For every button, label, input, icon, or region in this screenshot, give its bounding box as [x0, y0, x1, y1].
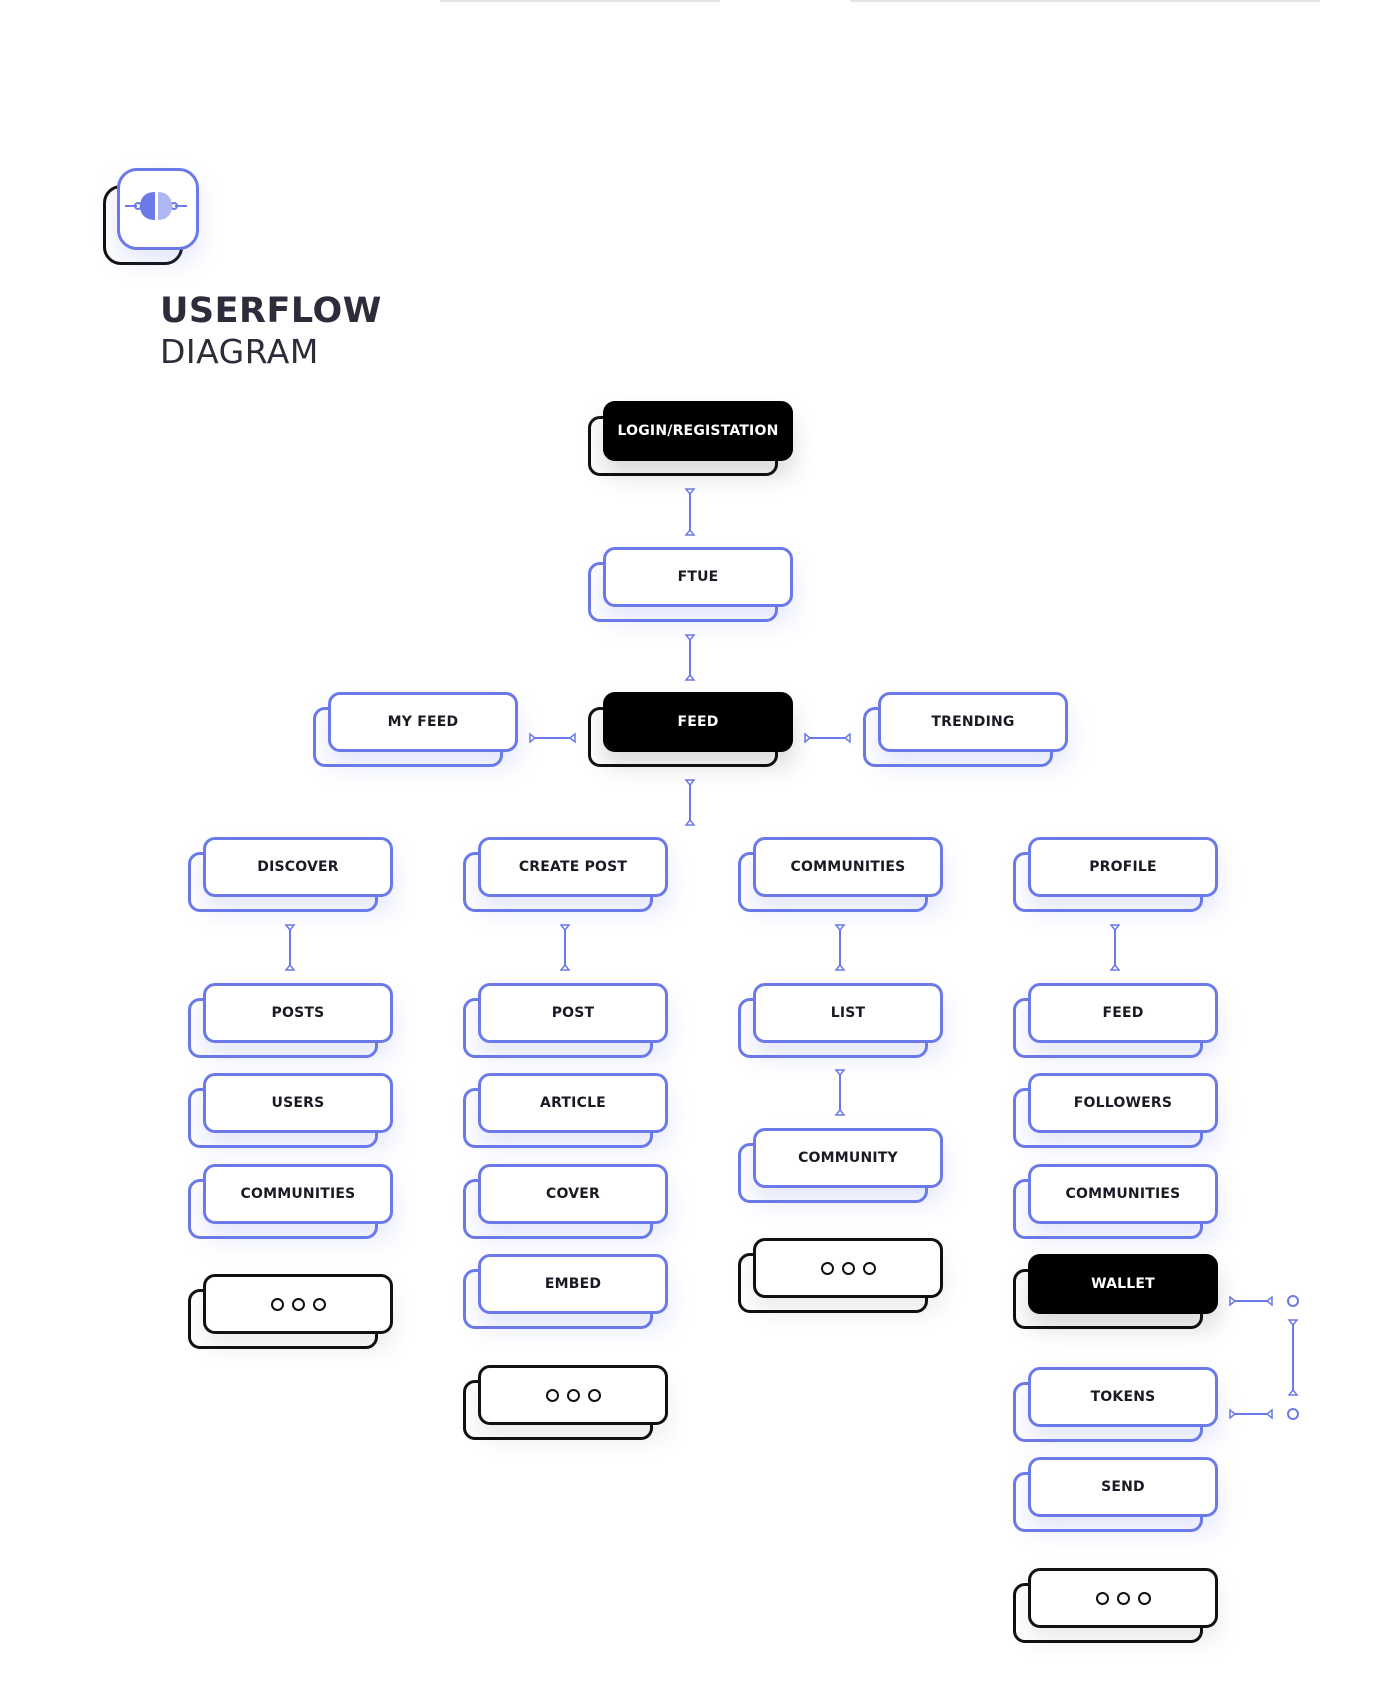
- node-post[interactable]: POST: [463, 983, 668, 1058]
- node-users[interactable]: USERS: [188, 1073, 393, 1148]
- node-label: COMMUNITIES: [753, 837, 943, 897]
- brain-icon: [103, 168, 199, 266]
- node-label: FEED: [1028, 983, 1218, 1043]
- node-label: COVER: [478, 1164, 668, 1224]
- node-label: POSTS: [203, 983, 393, 1043]
- node-posts[interactable]: POSTS: [188, 983, 393, 1058]
- node-label: ARTICLE: [478, 1073, 668, 1133]
- node-label: USERS: [203, 1073, 393, 1133]
- node-discover-more[interactable]: [188, 1274, 393, 1349]
- node-label: COMMUNITIES: [203, 1164, 393, 1224]
- node-label: LIST: [753, 983, 943, 1043]
- node-ftue[interactable]: FTUE: [588, 547, 793, 622]
- junction-wallet: [1287, 1295, 1299, 1307]
- node-label: FOLLOWERS: [1028, 1073, 1218, 1133]
- node-label: WALLET: [1028, 1254, 1218, 1314]
- more-icon: [270, 1297, 326, 1311]
- node-label: COMMUNITY: [753, 1128, 943, 1188]
- node-label: EMBED: [478, 1254, 668, 1314]
- node-discover-communities[interactable]: COMMUNITIES: [188, 1164, 393, 1239]
- node-label: DISCOVER: [203, 837, 393, 897]
- node-profile[interactable]: PROFILE: [1013, 837, 1218, 912]
- node-label: CREATE POST: [478, 837, 668, 897]
- node-label: POST: [478, 983, 668, 1043]
- node-label: MY FEED: [328, 692, 518, 752]
- page-title: USERFLOW DIAGRAM: [160, 291, 382, 371]
- node-label: COMMUNITIES: [1028, 1164, 1218, 1224]
- node-tokens[interactable]: TOKENS: [1013, 1367, 1218, 1442]
- node-communities[interactable]: COMMUNITIES: [738, 837, 943, 912]
- title-line-2: DIAGRAM: [160, 332, 319, 371]
- node-article[interactable]: ARTICLE: [463, 1073, 668, 1148]
- node-create-post[interactable]: CREATE POST: [463, 837, 668, 912]
- node-profile-more[interactable]: [1013, 1568, 1218, 1643]
- top-edge-strip: [0, 0, 1400, 3]
- title-line-1: USERFLOW: [160, 291, 382, 331]
- node-create-post-more[interactable]: [463, 1365, 668, 1440]
- node-wallet[interactable]: WALLET: [1013, 1254, 1218, 1329]
- node-discover[interactable]: DISCOVER: [188, 837, 393, 912]
- node-label: LOGIN/REGISTATION: [603, 401, 793, 461]
- node-communities-more[interactable]: [738, 1238, 943, 1313]
- node-label: FEED: [603, 692, 793, 752]
- node-label: SEND: [1028, 1457, 1218, 1517]
- node-label: TOKENS: [1028, 1367, 1218, 1427]
- node-label: FTUE: [603, 547, 793, 607]
- node-send[interactable]: SEND: [1013, 1457, 1218, 1532]
- node-embed[interactable]: EMBED: [463, 1254, 668, 1329]
- more-icon: [1095, 1591, 1151, 1605]
- node-followers[interactable]: FOLLOWERS: [1013, 1073, 1218, 1148]
- node-community[interactable]: COMMUNITY: [738, 1128, 943, 1203]
- node-feed[interactable]: FEED: [588, 692, 793, 767]
- node-list[interactable]: LIST: [738, 983, 943, 1058]
- node-login-registration[interactable]: LOGIN/REGISTATION: [588, 401, 793, 476]
- node-label: PROFILE: [1028, 837, 1218, 897]
- node-profile-feed[interactable]: FEED: [1013, 983, 1218, 1058]
- more-icon: [545, 1388, 601, 1402]
- more-icon: [820, 1261, 876, 1275]
- node-label: TRENDING: [878, 692, 1068, 752]
- node-cover[interactable]: COVER: [463, 1164, 668, 1239]
- node-trending[interactable]: TRENDING: [863, 692, 1068, 767]
- node-profile-communities[interactable]: COMMUNITIES: [1013, 1164, 1218, 1239]
- junction-tokens: [1287, 1408, 1299, 1420]
- node-my-feed[interactable]: MY FEED: [313, 692, 518, 767]
